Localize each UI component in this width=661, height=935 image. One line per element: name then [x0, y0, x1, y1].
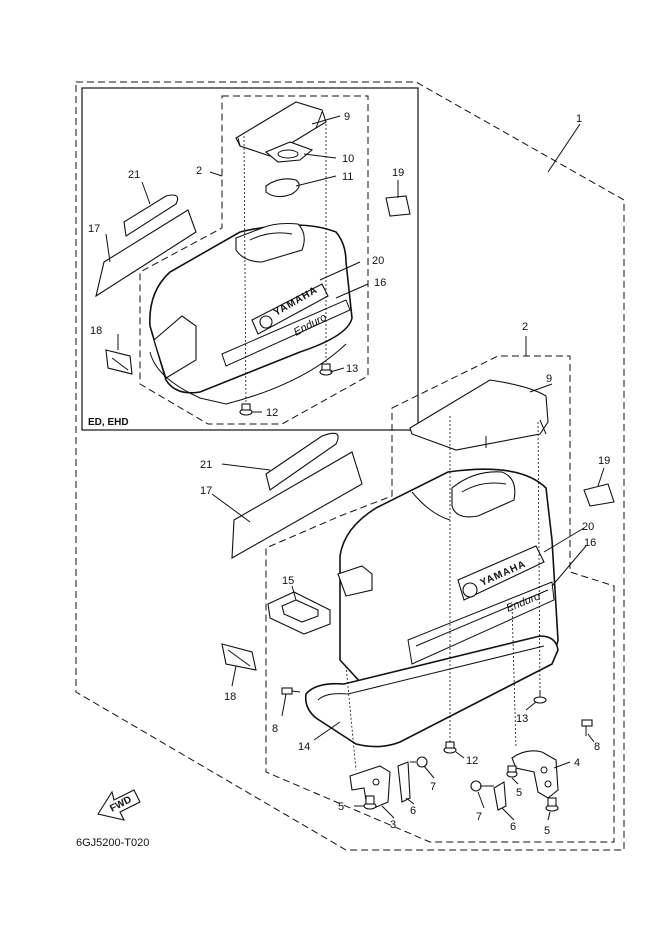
- callout-19-main: 19: [598, 455, 610, 467]
- callout-7-left: 7: [430, 781, 436, 793]
- bolt-part-8-left: [281, 687, 301, 695]
- callout-13-main: 13: [516, 713, 528, 725]
- inset-decal-19: [385, 195, 411, 217]
- inset-nut-part-13: [319, 363, 333, 376]
- callout-21-main: 21: [200, 459, 212, 471]
- callout-21-inset: 21: [128, 169, 140, 181]
- variant-label: ED, EHD: [88, 417, 129, 428]
- washer-part-5-mid: [506, 765, 518, 778]
- callout-12-main: 12: [466, 755, 478, 767]
- main-seal-part-14: [304, 635, 559, 748]
- fwd-arrow-icon: FWD: [97, 789, 141, 821]
- callout-2-main: 2: [522, 321, 528, 333]
- screw-part-7-left: [410, 756, 428, 768]
- callout-6-left: 6: [410, 805, 416, 817]
- callout-1: 1: [576, 113, 582, 125]
- callout-14: 14: [298, 741, 310, 753]
- callout-15: 15: [282, 575, 294, 587]
- main-decal-17: [231, 451, 363, 559]
- inset-cover-part-9: [235, 101, 327, 157]
- callout-3: 3: [390, 819, 396, 831]
- main-nut-part-13: [533, 690, 547, 704]
- main-decal-19: [583, 483, 615, 507]
- callout-12-inset: 12: [266, 407, 278, 419]
- screw-part-7-right: [470, 780, 494, 792]
- washer-part-5-left: [363, 795, 377, 810]
- callout-8-left: 8: [272, 723, 278, 735]
- callout-13-inset: 13: [346, 363, 358, 375]
- callout-17-main: 17: [200, 485, 212, 497]
- callout-7-right: 7: [476, 811, 482, 823]
- callout-8-right: 8: [594, 741, 600, 753]
- main-cover-part-9: [409, 379, 549, 451]
- inset-engine-cover: YAMAHA Enduro: [149, 222, 353, 405]
- main-engine-cover: YAMAHA Enduro: [337, 468, 559, 701]
- callout-17-inset: 17: [88, 223, 100, 235]
- callout-18-main: 18: [224, 691, 236, 703]
- main-subassembly-outline: [265, 355, 615, 843]
- callout-4: 4: [574, 757, 580, 769]
- main-decal-18: [221, 643, 257, 671]
- clip-part-6-left: [397, 761, 411, 803]
- callout-16-inset: 16: [374, 277, 386, 289]
- callout-5-mid: 5: [516, 787, 522, 799]
- inset-seal-part-11: [265, 178, 300, 198]
- bracket-part-4: [511, 750, 559, 799]
- callout-20-inset: 20: [372, 255, 384, 267]
- callout-9-inset: 9: [344, 111, 350, 123]
- callout-11: 11: [342, 171, 353, 183]
- callout-10: 10: [342, 153, 354, 165]
- callout-6-right: 6: [510, 821, 516, 833]
- main-nut-part-12: [443, 741, 457, 754]
- inset-nut-part-12: [239, 403, 253, 416]
- callout-16-main: 16: [584, 537, 596, 549]
- callout-2-inset: 2: [196, 165, 202, 177]
- callout-5-left: 5: [338, 801, 344, 813]
- callout-5-right: 5: [544, 825, 550, 837]
- drawing-code: 6GJ5200-T020: [76, 837, 149, 849]
- inset-decal-17: [95, 209, 197, 298]
- clip-part-6-right: [493, 781, 507, 811]
- grommet-part-15: [267, 591, 331, 635]
- bolt-part-8-right: [581, 719, 593, 736]
- callout-9-main: 9: [546, 373, 552, 385]
- inset-decal-21: [123, 194, 179, 237]
- inset-subassembly-outline: [139, 95, 369, 425]
- inset-seal-part-10: [264, 141, 314, 163]
- washer-part-5-right: [545, 797, 559, 812]
- main-decal-21: [265, 432, 339, 491]
- callout-20-main: 20: [582, 521, 594, 533]
- callout-18-inset: 18: [90, 325, 102, 337]
- assembly-boundary: [75, 81, 625, 851]
- callout-19-inset: 19: [392, 167, 404, 179]
